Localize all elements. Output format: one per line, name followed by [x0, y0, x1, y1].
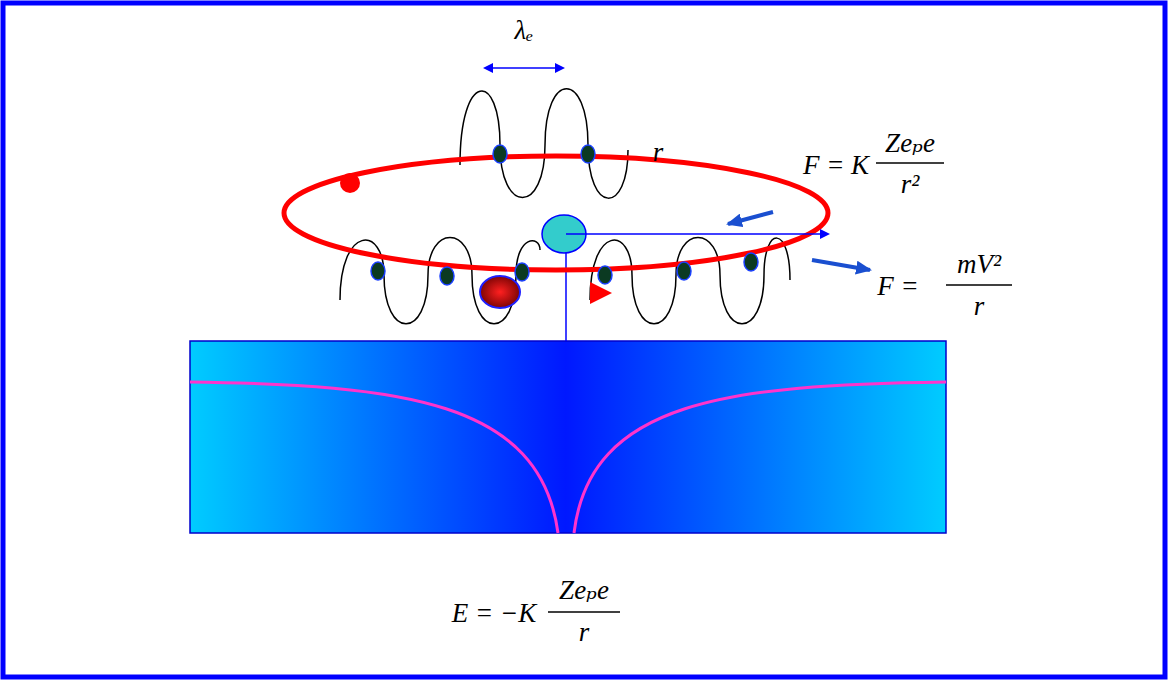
fraction-denominator: r [974, 293, 985, 320]
force-formula-text: F = [877, 273, 918, 300]
wavelength-symbol: λₑ [515, 17, 534, 44]
fraction-denominator: r [579, 619, 590, 646]
fraction-numerator: Zeₚe [559, 577, 609, 604]
radius-symbol: r [653, 139, 664, 166]
fraction-numerator: Zeₚe [885, 130, 935, 157]
force-formula-text: F = K [803, 152, 869, 179]
fraction-numerator: mV² [957, 251, 1001, 278]
energy-formula-text: E = −K [452, 600, 536, 627]
fraction-denominator: r² [901, 171, 920, 198]
